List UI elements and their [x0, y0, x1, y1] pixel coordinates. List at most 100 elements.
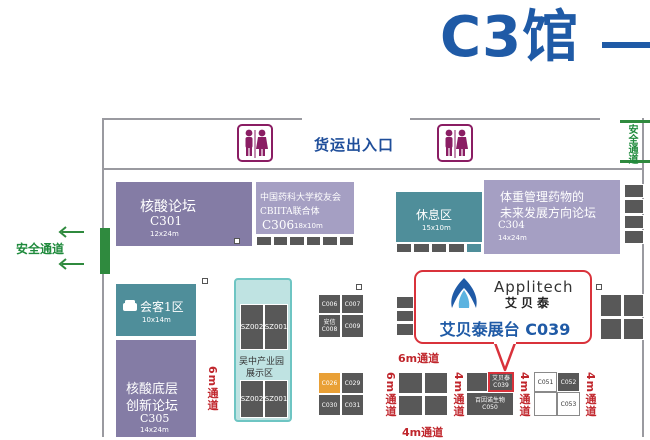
booth-c051[interactable]: C051 — [534, 372, 557, 392]
brand-name-en: Applitech — [494, 278, 574, 296]
booth[interactable] — [624, 184, 644, 199]
road-6m-vertical-center: 6m通道 — [384, 372, 397, 418]
booth-row — [396, 243, 483, 253]
zone-size: 14x24m — [140, 426, 169, 434]
wall-left — [102, 118, 104, 240]
booth-block: C051 C052 C053 — [534, 372, 580, 416]
zone-c304[interactable]: 体重管理药物的 未来发展方向论坛 C304 14x24m — [484, 180, 620, 254]
zone-name: 核酸论坛 — [140, 199, 196, 215]
booth[interactable] — [338, 236, 354, 246]
safe-passage-bar-left — [100, 228, 110, 274]
booth-c031[interactable]: C031 — [341, 394, 364, 416]
zone-c301[interactable]: 核酸论坛 C301 12x24m — [116, 182, 252, 246]
booth[interactable] — [272, 236, 288, 246]
booth[interactable] — [322, 236, 338, 246]
road-4m-vertical: 4m通道 — [452, 372, 465, 418]
exit-arrow-icon — [56, 224, 86, 244]
booth-c030[interactable]: C030 — [318, 394, 341, 416]
booth[interactable] — [622, 294, 644, 317]
booth[interactable] — [423, 372, 448, 394]
booth-c026[interactable]: C026 — [318, 372, 341, 394]
booth[interactable] — [624, 214, 644, 229]
booth[interactable] — [398, 394, 423, 416]
booth-code: C007 — [344, 300, 361, 308]
zone-wuzhong[interactable]: SZ002 SZ001 吴中产业园 展示区 SZ002 SZ001 — [234, 278, 292, 422]
booth[interactable] — [600, 317, 622, 340]
booth[interactable] — [448, 243, 465, 253]
booth[interactable] — [413, 243, 430, 253]
zone-name: 休息区 — [416, 208, 453, 222]
booth-c039[interactable]: 艾贝泰 C039 — [488, 372, 514, 392]
booth[interactable] — [289, 236, 305, 246]
booth[interactable] — [624, 199, 644, 214]
booth-code: C053 — [560, 400, 577, 408]
inner-divider — [102, 168, 642, 170]
booth-code: SZ002 — [240, 322, 264, 331]
zone-code: C304 — [498, 220, 525, 231]
zone-code: C305 — [140, 412, 170, 425]
safe-passage-bar-right — [620, 160, 650, 163]
booth-c029[interactable]: C029 — [341, 372, 364, 394]
booth-code: C030 — [321, 401, 338, 409]
callout-pointer-icon — [493, 342, 517, 376]
booth-c007[interactable]: C007 — [341, 294, 364, 314]
safe-passage-left: 安全通道 — [16, 242, 65, 256]
booth-code: C052 — [560, 378, 577, 386]
zone-vip[interactable]: 会客1区 10x14m — [116, 284, 196, 336]
booth-code: C029 — [344, 379, 361, 387]
zone-size: 12x24m — [150, 230, 179, 238]
booth[interactable] — [396, 323, 414, 337]
booth-c053[interactable]: C053 — [557, 392, 580, 416]
zone-code: C306 — [262, 218, 295, 232]
wall-top-left — [102, 118, 302, 120]
booth-sz001[interactable]: SZ001 — [264, 304, 288, 350]
booth[interactable] — [396, 243, 413, 253]
booth[interactable] — [256, 236, 272, 246]
location-marker-icon — [202, 278, 208, 284]
booth-column — [396, 296, 414, 337]
location-marker-icon — [596, 284, 602, 290]
booth-callout-label: 艾贝泰展台 C039 — [439, 320, 571, 339]
restroom-icon — [437, 124, 473, 162]
booth[interactable] — [398, 372, 423, 394]
booth[interactable] — [534, 392, 557, 416]
cargo-entrance-label: 货运出入口 — [314, 136, 395, 154]
booth[interactable] — [624, 229, 644, 244]
booth-code: C026 — [321, 379, 338, 387]
booth-sz002[interactable]: SZ002 — [240, 304, 264, 350]
booth-c009[interactable]: C009 — [341, 314, 364, 338]
booth-c052[interactable]: C052 — [557, 372, 580, 392]
booth[interactable] — [423, 394, 448, 416]
booth[interactable] — [465, 243, 483, 253]
booth[interactable] — [466, 372, 488, 392]
booth[interactable] — [396, 296, 414, 309]
zone-size: 10x14m — [142, 316, 171, 324]
booth-sz002[interactable]: SZ002 — [240, 380, 264, 418]
booth-c006[interactable]: C006 — [318, 294, 341, 314]
zone-rest[interactable]: 休息区 15x10m — [396, 192, 482, 242]
hall-title: C3馆 — [440, 5, 580, 70]
booth-exhibitor: 安信 — [323, 319, 336, 326]
zone-name: 吴中产业园 — [239, 357, 285, 367]
booth-sz001[interactable]: SZ001 — [264, 380, 288, 418]
booth[interactable] — [622, 317, 644, 340]
booth[interactable] — [600, 294, 622, 317]
brand-name-cn: 艾贝泰 — [505, 296, 554, 310]
road-4m-horizontal: 4m通道 — [402, 426, 444, 439]
booth-column — [600, 294, 644, 340]
booth[interactable] — [396, 309, 414, 323]
booth-c050[interactable]: 百因诺生物 C050 — [466, 392, 514, 416]
exhibitor-callout[interactable] — [414, 270, 592, 344]
zone-c306[interactable]: 中国药科大学校友会 CBIITA联合体 C306 18x10m — [256, 182, 354, 234]
zone-name: 核酸底层 — [126, 382, 179, 397]
zone-c305[interactable]: 核酸底层 创新论坛 C305 14x24m — [116, 340, 196, 437]
wall-left-lower — [102, 274, 104, 437]
zone-code: C301 — [150, 214, 183, 228]
zone-name: CBIITA联合体 — [260, 207, 320, 217]
safe-passage-bar-right — [620, 120, 650, 123]
booth-c008[interactable]: 安信 C008 — [318, 314, 341, 338]
booth-code: SZ001 — [264, 394, 288, 403]
booth[interactable] — [430, 243, 448, 253]
booth[interactable] — [305, 236, 321, 246]
booth-code: C039 — [493, 382, 509, 389]
